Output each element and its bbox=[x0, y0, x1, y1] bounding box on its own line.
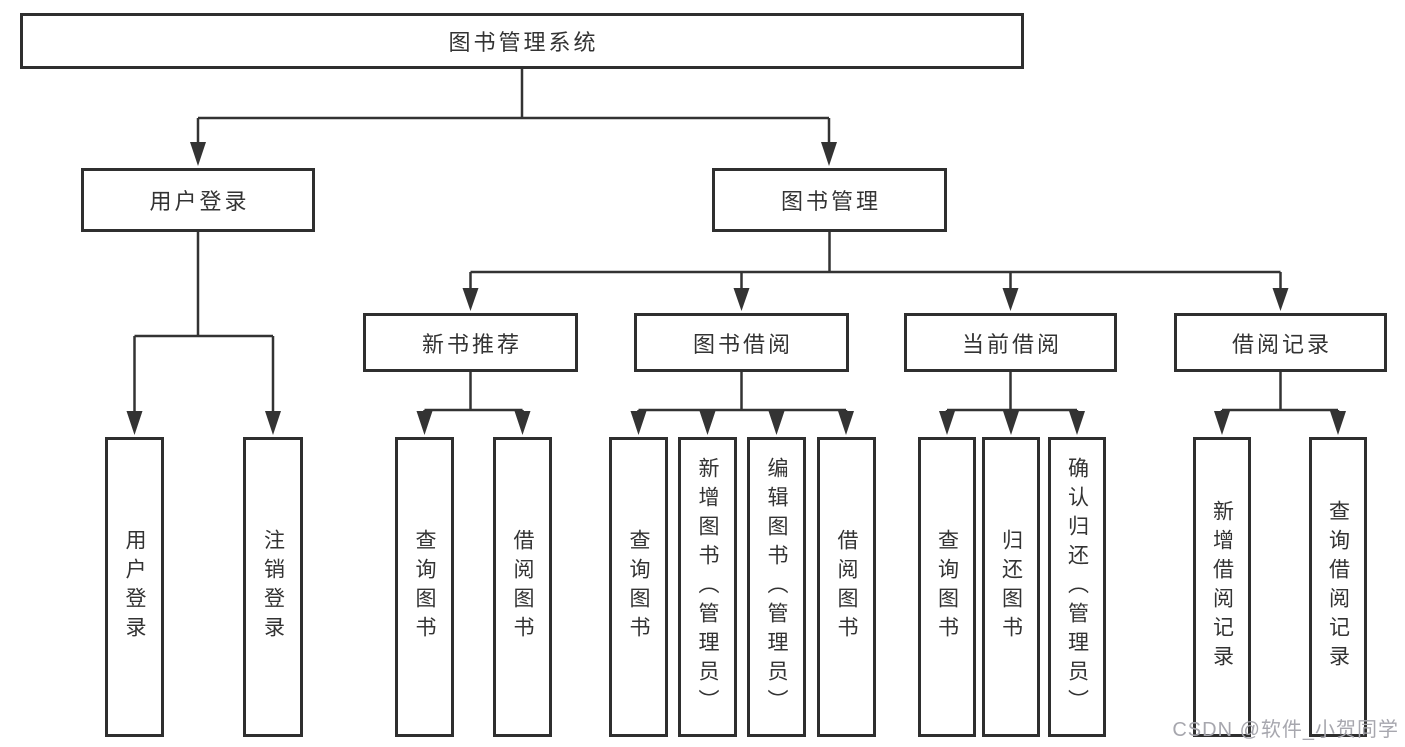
node-current-borrowing: 当前借阅 bbox=[904, 313, 1117, 372]
node-borrowing-records: 借阅记录 bbox=[1174, 313, 1387, 372]
node-library-system: 图书管理系统 bbox=[20, 13, 1024, 69]
leaf-borrow-books-borrowing: 借阅图书 bbox=[817, 437, 876, 737]
connector-book-borrow-children bbox=[630, 372, 854, 435]
leaf-user-login: 用户登录 bbox=[105, 437, 164, 737]
connector-borrow-records-children bbox=[1214, 372, 1346, 435]
node-book-borrowing: 图书借阅 bbox=[634, 313, 849, 372]
connector-user-login-children bbox=[126, 232, 281, 435]
leaf-confirm-return-admin: 确认归还（管理员） bbox=[1048, 437, 1106, 737]
connector-book-management-to-level3 bbox=[462, 232, 1289, 311]
leaf-edit-book-admin: 编辑图书（管理员） bbox=[747, 437, 806, 737]
connector-new-book-children bbox=[416, 372, 531, 435]
leaf-borrow-books-recommend: 借阅图书 bbox=[493, 437, 552, 737]
connector-root-to-level2 bbox=[190, 69, 837, 166]
leaf-query-books-recommend: 查询图书 bbox=[395, 437, 454, 737]
leaf-query-books-current: 查询图书 bbox=[918, 437, 976, 737]
node-book-management: 图书管理 bbox=[712, 168, 947, 232]
leaf-add-borrow-record: 新增借阅记录 bbox=[1193, 437, 1251, 737]
node-new-book-recommendation: 新书推荐 bbox=[363, 313, 578, 372]
leaf-query-borrow-record: 查询借阅记录 bbox=[1309, 437, 1367, 737]
node-user-login: 用户登录 bbox=[81, 168, 315, 232]
leaf-query-books-borrowing: 查询图书 bbox=[609, 437, 668, 737]
watermark: CSDN @软件_小贺同学 bbox=[1172, 719, 1399, 741]
leaf-add-book-admin: 新增图书（管理员） bbox=[678, 437, 737, 737]
leaf-logout: 注销登录 bbox=[243, 437, 303, 737]
leaf-return-books: 归还图书 bbox=[982, 437, 1040, 737]
connector-current-borrow-children bbox=[939, 372, 1085, 435]
